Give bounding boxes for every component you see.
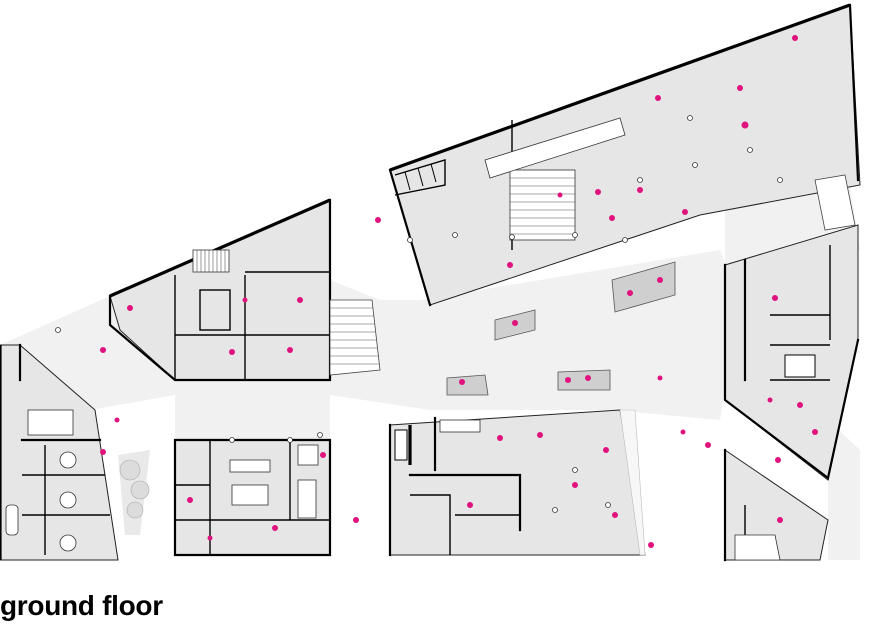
person-figure-icon — [100, 35, 818, 548]
outdoor-stair — [329, 299, 381, 376]
building-a — [108, 198, 332, 382]
car-icon — [5, 504, 19, 536]
page-title: ground floor — [0, 590, 163, 621]
stair-icon — [192, 249, 230, 273]
building-g — [723, 448, 829, 562]
column-icon — [55, 115, 783, 513]
building-e — [173, 438, 332, 557]
building-d — [0, 343, 119, 561]
tree-icon — [118, 450, 150, 535]
building-b — [388, 3, 861, 307]
stair-icon — [510, 177, 575, 235]
building-f — [388, 409, 646, 557]
building-c — [723, 224, 860, 481]
